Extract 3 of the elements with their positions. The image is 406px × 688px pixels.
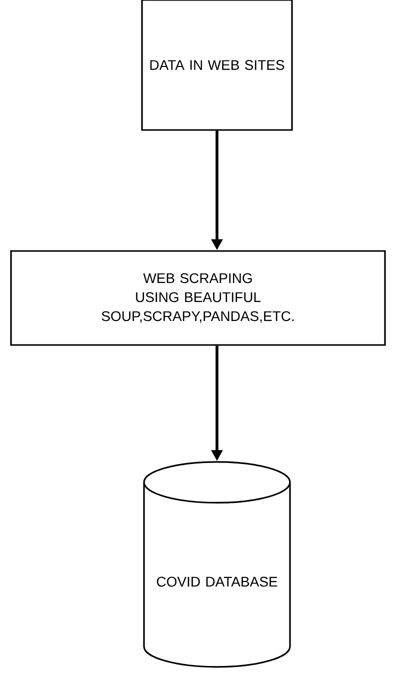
process-box: DATA IN WEB SITES bbox=[141, 0, 293, 131]
process-box: WEB SCRAPING USING BEAUTIFUL SOUP,SCRAPY,PANDAS,ETC. bbox=[10, 250, 386, 346]
database-cylinder: COVID DATABASE bbox=[143, 461, 291, 668]
